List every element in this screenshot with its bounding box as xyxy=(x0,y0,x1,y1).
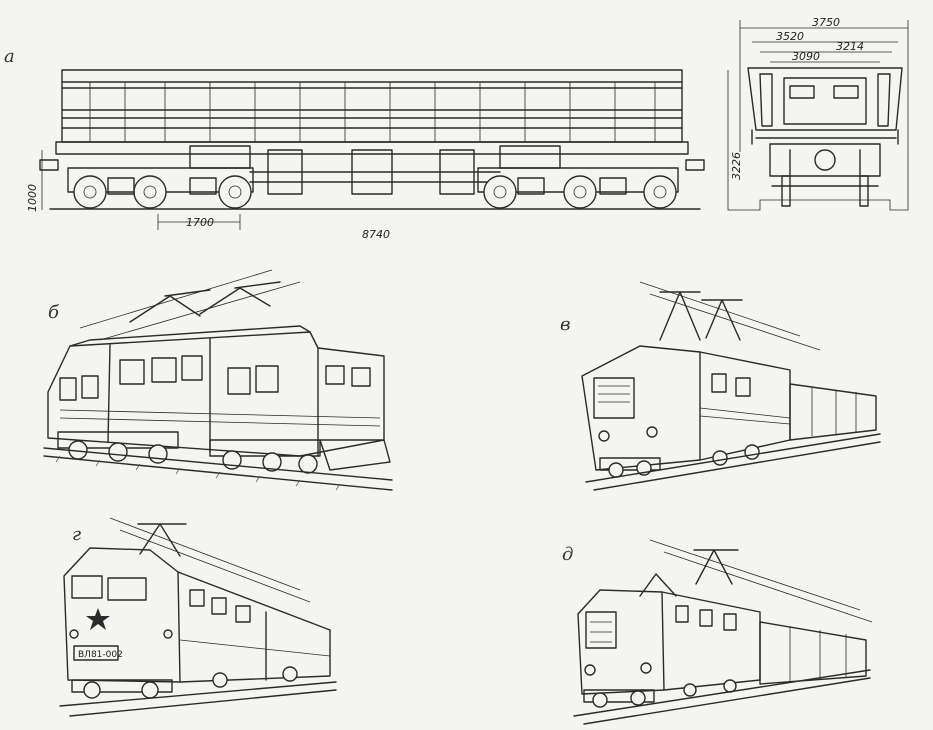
dim-bogie-base: 1700 xyxy=(186,216,214,229)
panel-b-label: б xyxy=(48,302,60,323)
dim-width-3214: 3214 xyxy=(836,40,864,53)
panel-v-locomotive: в xyxy=(560,281,881,491)
panel-d-locomotive: д xyxy=(562,539,873,725)
panel-d-label: д xyxy=(562,544,573,565)
loco-number-plate: ВЛ81-002 xyxy=(78,650,123,660)
dim-width-3090: 3090 xyxy=(792,50,820,63)
dim-side-height: 1000 xyxy=(26,184,39,212)
dim-width-overall: 3750 xyxy=(812,16,840,29)
panel-a-side-view: а xyxy=(4,46,705,241)
panel-a-end-view: 3750 3520 3214 3090 3226 xyxy=(727,16,909,211)
dim-height-end: 3226 xyxy=(730,152,743,180)
panel-a-label: а xyxy=(4,46,15,67)
dim-length: 8740 xyxy=(362,228,390,241)
panel-b-locomotive: б xyxy=(43,269,393,491)
dim-width-3520: 3520 xyxy=(776,30,804,43)
panel-v-label: в xyxy=(560,314,570,335)
panel-g-locomotive: г ВЛ81-002 xyxy=(59,517,337,717)
panel-g-label: г xyxy=(72,524,81,545)
